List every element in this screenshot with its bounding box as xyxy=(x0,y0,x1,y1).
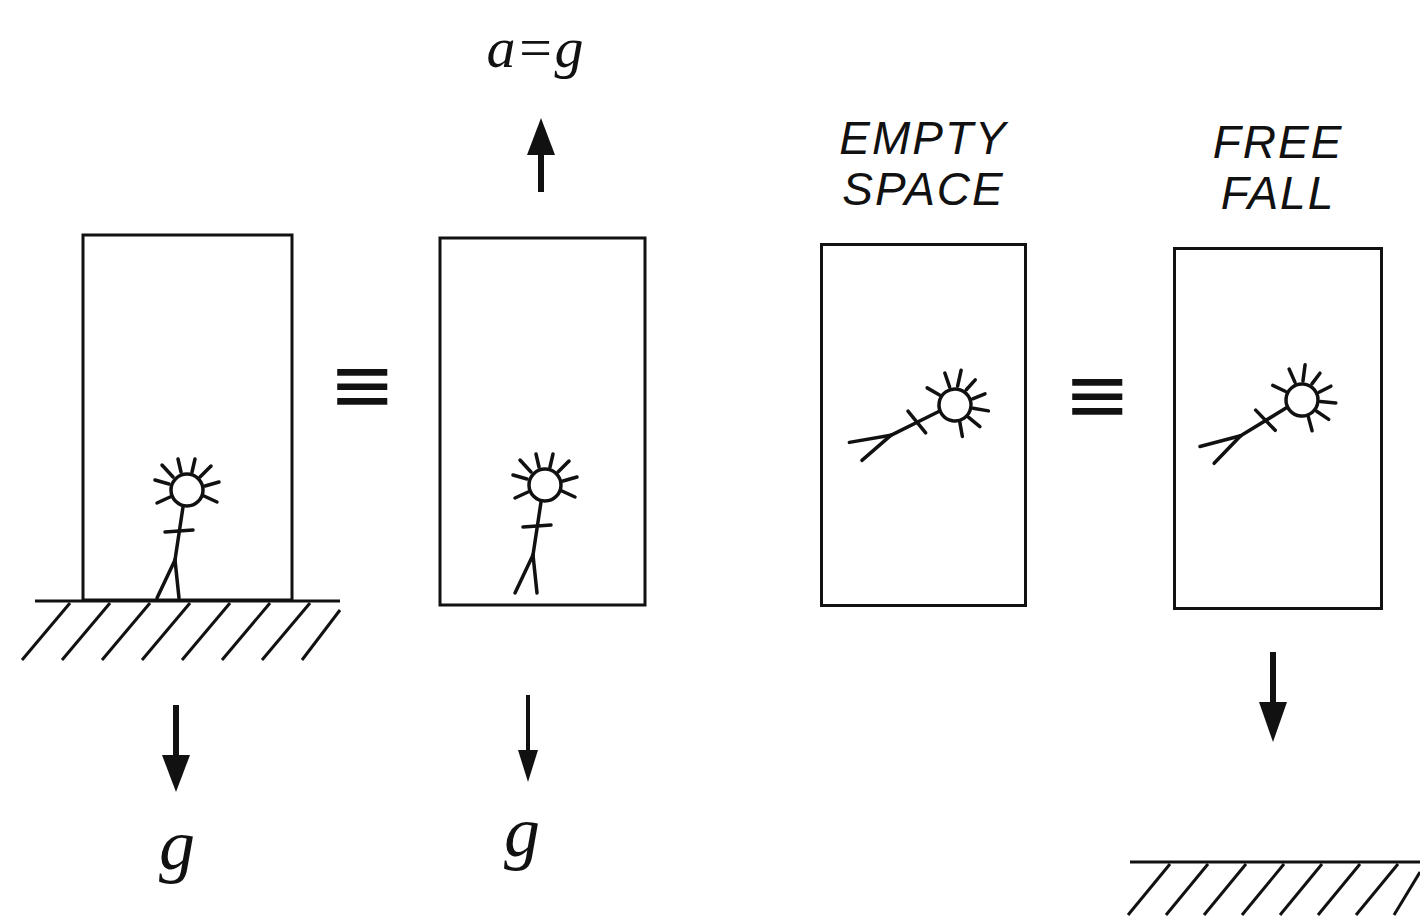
gravity-arrow xyxy=(162,705,190,792)
ground xyxy=(22,601,340,660)
acceleration-label: a=g xyxy=(486,19,583,77)
elevator-box: FREE FALL xyxy=(1173,247,1383,610)
elevator-box xyxy=(83,235,292,600)
gravity-label: g xyxy=(159,809,195,881)
elevator-box: EMPTY SPACE xyxy=(820,243,1027,607)
box-heading: FREE FALL xyxy=(1163,117,1393,220)
equivalence-symbol: ≡ xyxy=(1063,355,1130,435)
gravity-label: g xyxy=(504,796,540,868)
stick-figure xyxy=(1199,356,1347,494)
elevator-box xyxy=(440,238,645,605)
ground xyxy=(1128,862,1420,915)
stick-figure xyxy=(848,361,999,493)
stick-figure xyxy=(513,454,577,593)
fall-arrow xyxy=(1259,652,1287,742)
acceleration-arrow xyxy=(527,118,555,192)
box-heading: EMPTY SPACE xyxy=(809,113,1039,216)
gravity-arrow xyxy=(518,695,538,782)
stick-figure xyxy=(155,459,219,598)
equivalence-symbol: ≡ xyxy=(328,345,395,425)
